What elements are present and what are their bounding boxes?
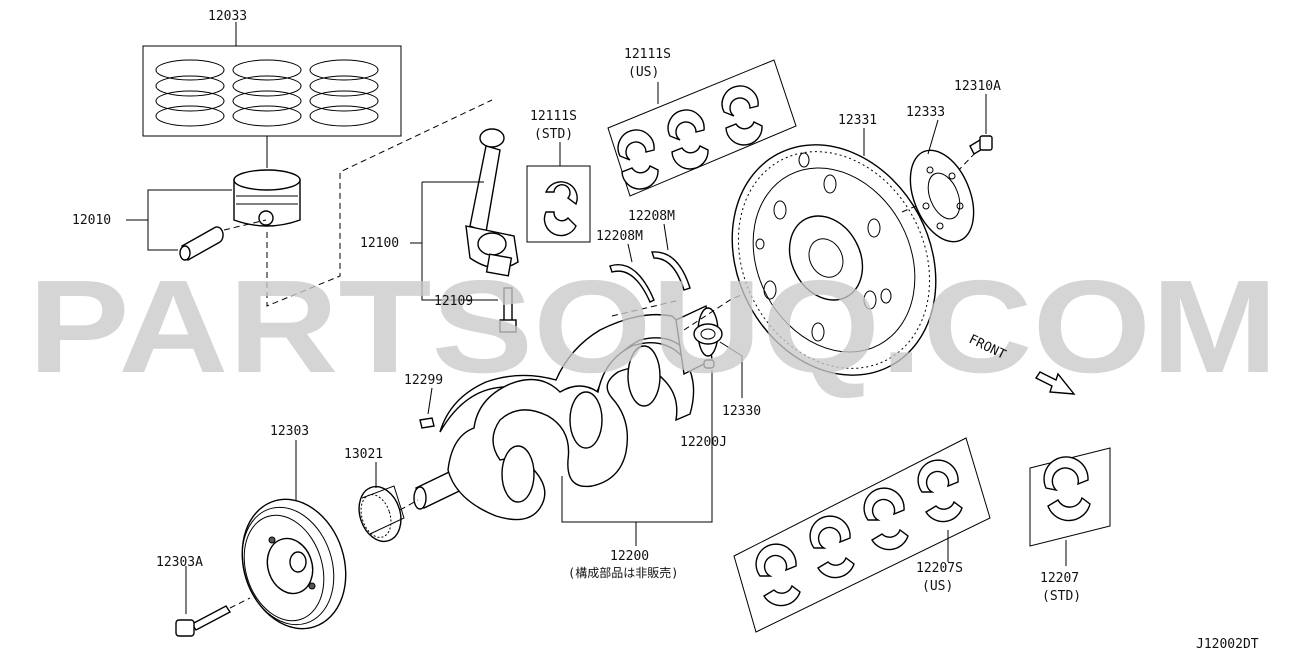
watermark-text: PARTSOUQ.COM: [28, 253, 1278, 400]
main-bearing-us[interactable]: [733, 437, 991, 633]
label-12207-std: 12207: [1040, 571, 1079, 586]
diagram-code: J12002DT: [1196, 637, 1259, 652]
thrust-washer[interactable]: [609, 251, 691, 303]
flywheel-bolt[interactable]: [969, 135, 993, 155]
piston-ring-set[interactable]: [142, 22, 402, 137]
label-12208m-a: 12208M: [628, 209, 675, 224]
label-std-1: (STD): [534, 127, 573, 142]
front-direction-arrow: [1034, 371, 1076, 395]
connecting-rod[interactable]: [465, 128, 519, 277]
label-12111s-us: 12111S: [624, 47, 671, 62]
label-12207s-us: 12207S: [916, 561, 963, 576]
rod-bearing-us[interactable]: [607, 59, 797, 197]
label-12208m-b: 12208M: [596, 229, 643, 244]
label-12010: 12010: [72, 213, 111, 228]
label-12330: 12330: [722, 404, 761, 419]
reinforcement-plate[interactable]: [898, 141, 986, 251]
dowel-pin[interactable]: [703, 359, 715, 369]
crank-key[interactable]: [419, 417, 435, 429]
label-12331: 12331: [838, 113, 877, 128]
pulley-bolt[interactable]: [175, 605, 232, 637]
label-std-2: (STD): [1042, 589, 1081, 604]
label-12109: 12109: [434, 294, 473, 309]
label-12299: 12299: [404, 373, 443, 388]
main-bearing-std[interactable]: [1029, 447, 1111, 547]
label-12033: 12033: [208, 9, 247, 24]
crankshaft[interactable]: [413, 304, 719, 521]
pilot-bushing[interactable]: [693, 323, 723, 345]
label-12200-note: (構成部品は非販売): [568, 565, 678, 580]
label-12303: 12303: [270, 424, 309, 439]
crankshaft-sprocket[interactable]: [352, 481, 407, 547]
crankshaft-pulley[interactable]: [226, 486, 362, 642]
label-12200: 12200: [610, 549, 649, 564]
label-12100: 12100: [360, 236, 399, 251]
flywheel[interactable]: [693, 109, 975, 411]
piston[interactable]: [233, 169, 301, 227]
connecting-rod-bolt[interactable]: [499, 287, 517, 333]
label-12310a: 12310A: [954, 79, 1001, 94]
label-us-2: (US): [922, 579, 953, 594]
piston-pin[interactable]: [179, 226, 224, 261]
label-12111s-std: 12111S: [530, 109, 577, 124]
label-us-1: (US): [628, 65, 659, 80]
label-13021: 13021: [344, 447, 383, 462]
label-12200j: 12200J: [680, 435, 727, 450]
label-12303a: 12303A: [156, 555, 203, 570]
label-12333: 12333: [906, 105, 945, 120]
rod-bearing-std[interactable]: [526, 142, 591, 243]
